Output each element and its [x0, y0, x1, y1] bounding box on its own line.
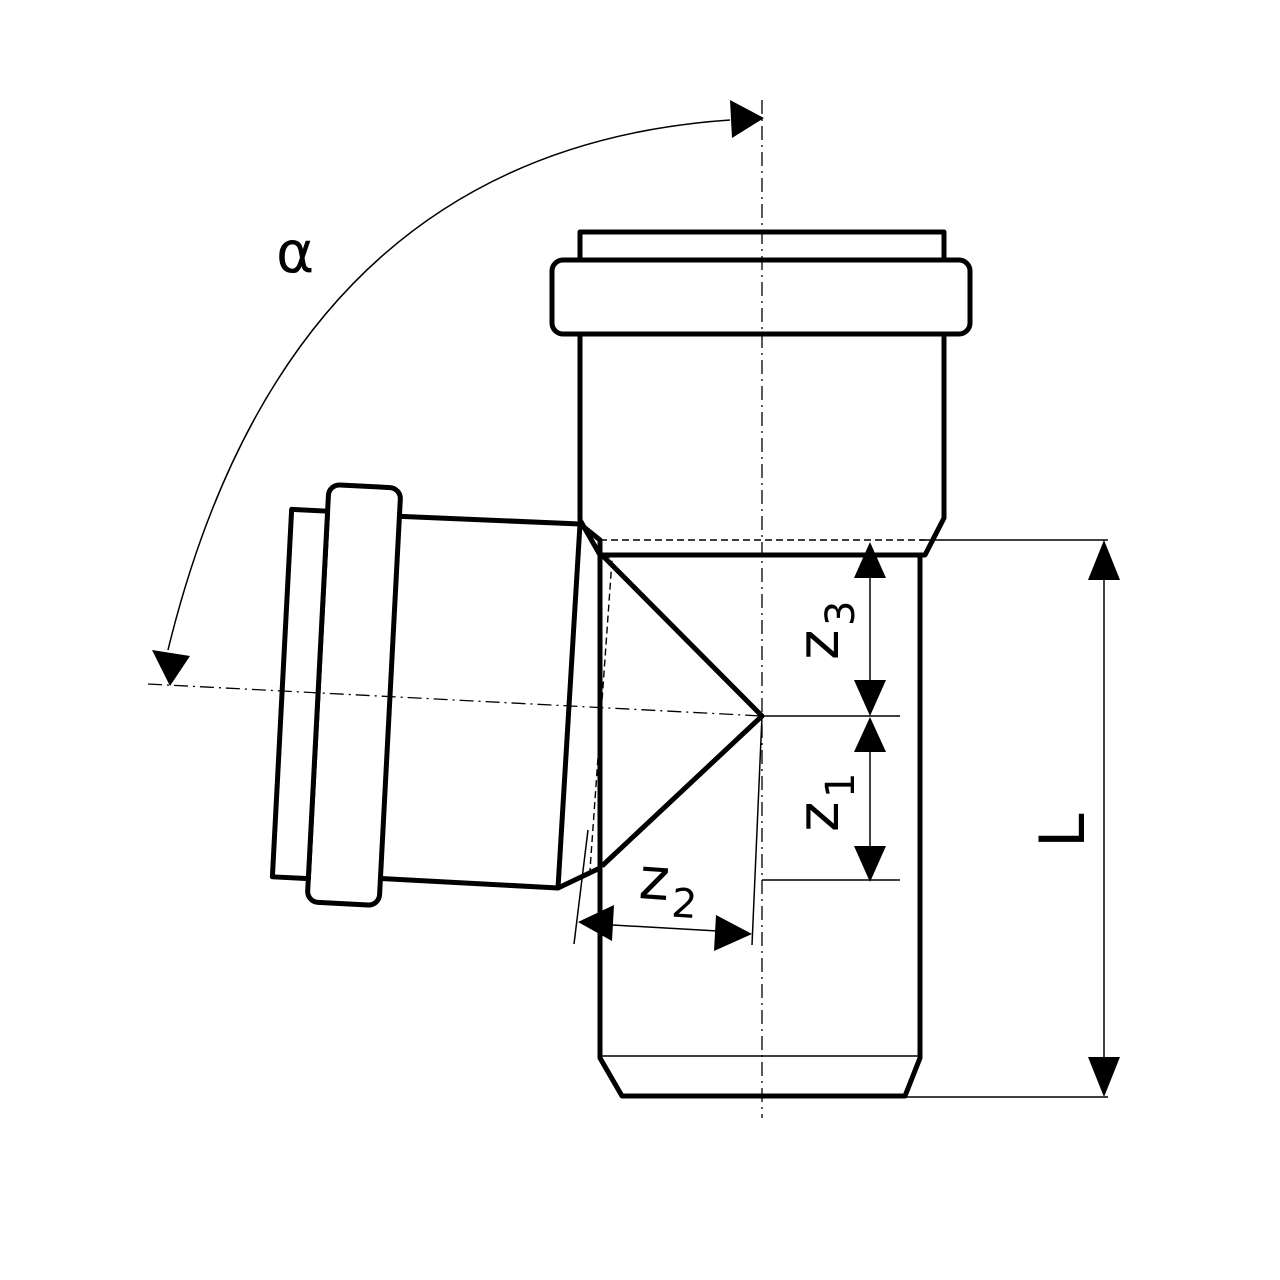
label-L-group: L	[1026, 813, 1099, 848]
dim-L-arrow-top	[1088, 540, 1120, 580]
label-L: L	[1026, 813, 1099, 848]
label-z3-group: z 3	[784, 601, 864, 660]
label-z2-group: z 2	[637, 844, 699, 928]
ext-line-z2-left	[573, 829, 589, 945]
ext-line-z2-right	[751, 715, 763, 946]
dim-z3-arrow-top	[854, 542, 886, 578]
top-socket-seal-ring	[549, 257, 973, 337]
dim-L-arrow-bottom	[1088, 1057, 1120, 1097]
dim-z1-arrow-bottom	[854, 846, 886, 882]
dim-z1-arrow-top	[854, 717, 886, 752]
label-z3: z	[784, 630, 852, 660]
label-z1: z	[784, 802, 852, 832]
label-z1-group: z 1	[784, 773, 864, 832]
angle-arc-arrow-top	[730, 100, 764, 138]
branch-junction-bevel	[556, 522, 603, 891]
angle-arc-arrow-bottom	[152, 650, 190, 686]
label-alpha: α	[276, 218, 314, 286]
label-z2: z	[637, 844, 672, 914]
label-z3-subscript: 3	[818, 601, 864, 626]
label-z1-subscript: 1	[818, 773, 864, 798]
dim-z2-arrow-left	[578, 905, 614, 941]
dim-z3-arrow-bottom	[854, 680, 886, 716]
label-z2-subscript: 2	[670, 880, 699, 928]
branch-pipe-body	[369, 513, 583, 891]
branch-socket-lip	[269, 506, 331, 882]
angle-arc-alpha	[167, 119, 731, 651]
dim-z2-line	[594, 923, 736, 933]
dim-z2-arrow-right	[714, 915, 752, 951]
